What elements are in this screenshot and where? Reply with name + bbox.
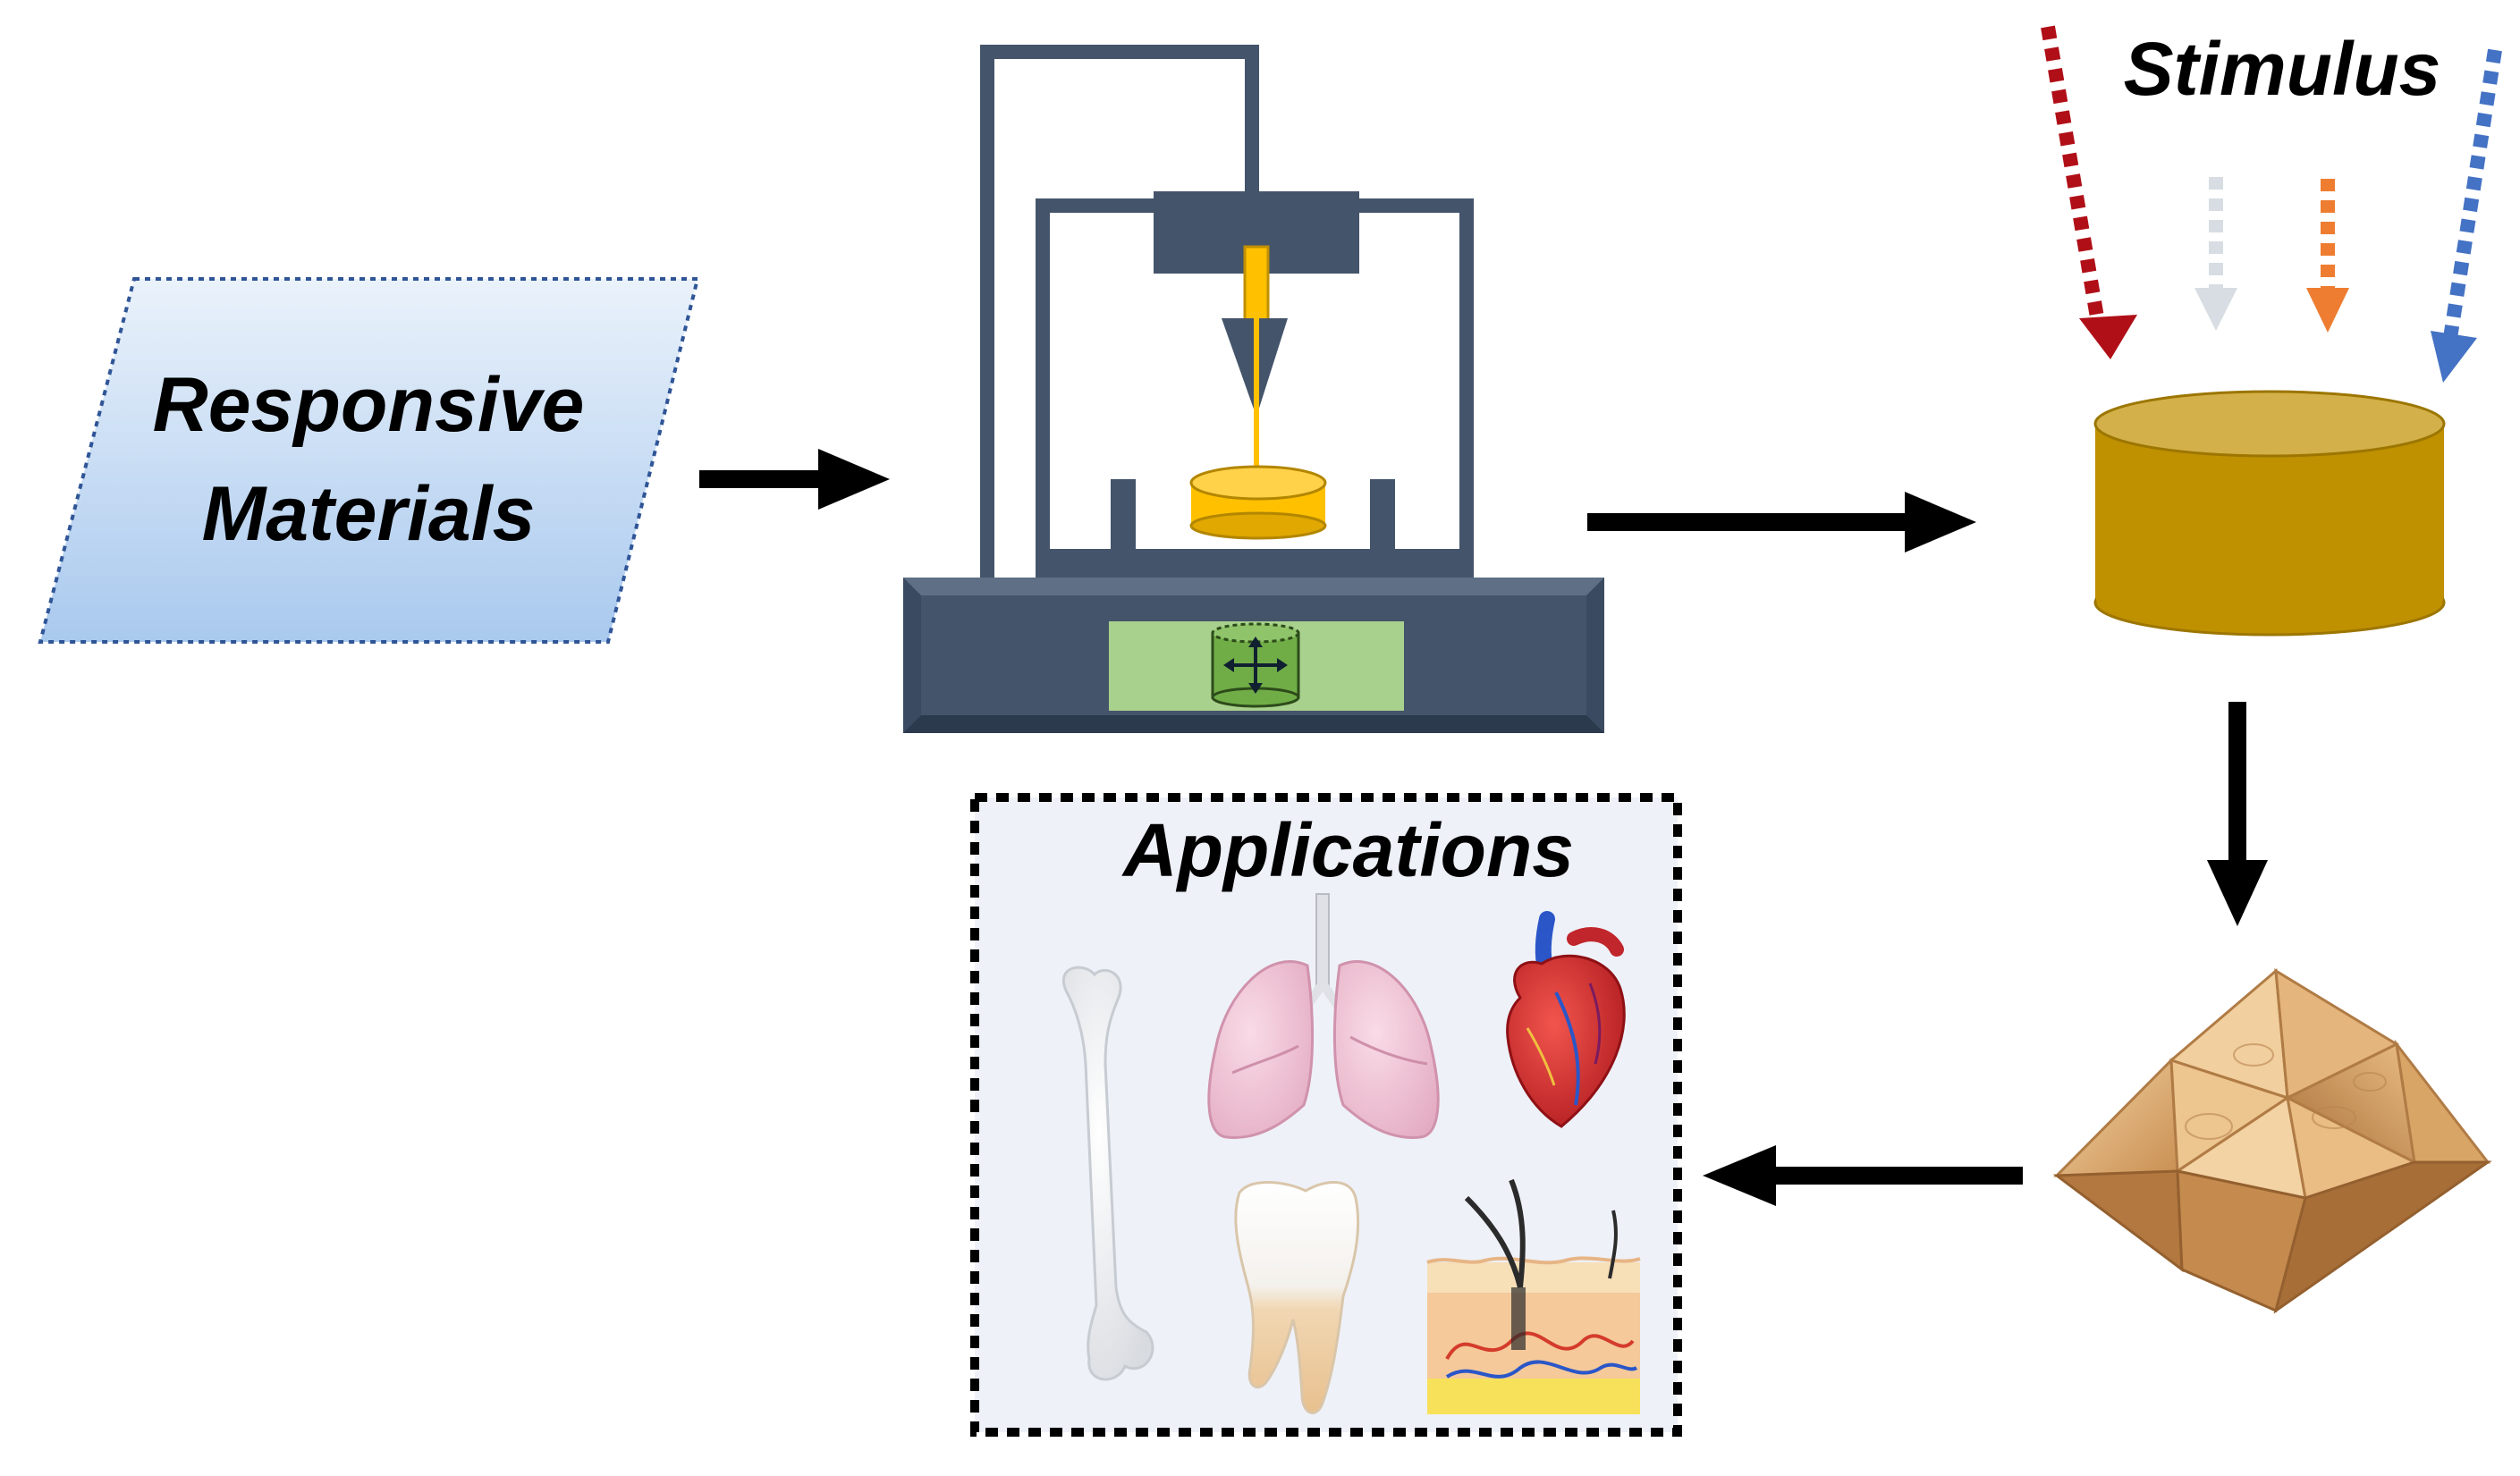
bone-icon — [1062, 966, 1154, 1381]
materials-label-line2: Materials — [202, 471, 536, 557]
stimulus-arrow-red — [2041, 25, 2137, 359]
stimulus-arrow-orange — [2306, 179, 2349, 333]
3d-printer-icon — [903, 45, 1604, 733]
stimulus-node: Stimulus — [2041, 25, 2502, 383]
applications-label: Applications — [1121, 808, 1574, 892]
stimulus-label: Stimulus — [2124, 27, 2441, 111]
heart-icon — [1506, 911, 1626, 1128]
arrow-shape-to-applications — [1703, 1145, 2023, 1206]
stimulus-arrow-blue — [2431, 48, 2502, 383]
arrow-object-to-shape — [2207, 702, 2268, 926]
stimulus-arrow-grey — [2194, 177, 2237, 331]
move-stage-icon — [1211, 622, 1300, 708]
folded-polyhedron-icon — [2052, 967, 2492, 1314]
lungs-icon — [1207, 893, 1440, 1139]
responsive-materials-node: Responsive Materials — [38, 277, 700, 644]
skin-icon — [1426, 1178, 1641, 1414]
arrow-printer-to-object — [1587, 492, 1976, 552]
applications-node: Applications — [970, 793, 1682, 1437]
printing-object — [1189, 465, 1327, 540]
arrow-materials-to-printer — [699, 449, 890, 510]
tooth-icon — [1234, 1180, 1360, 1414]
materials-label-line1: Responsive — [153, 362, 585, 448]
cylinder-icon — [2093, 390, 2446, 637]
materials-shape — [38, 277, 700, 644]
